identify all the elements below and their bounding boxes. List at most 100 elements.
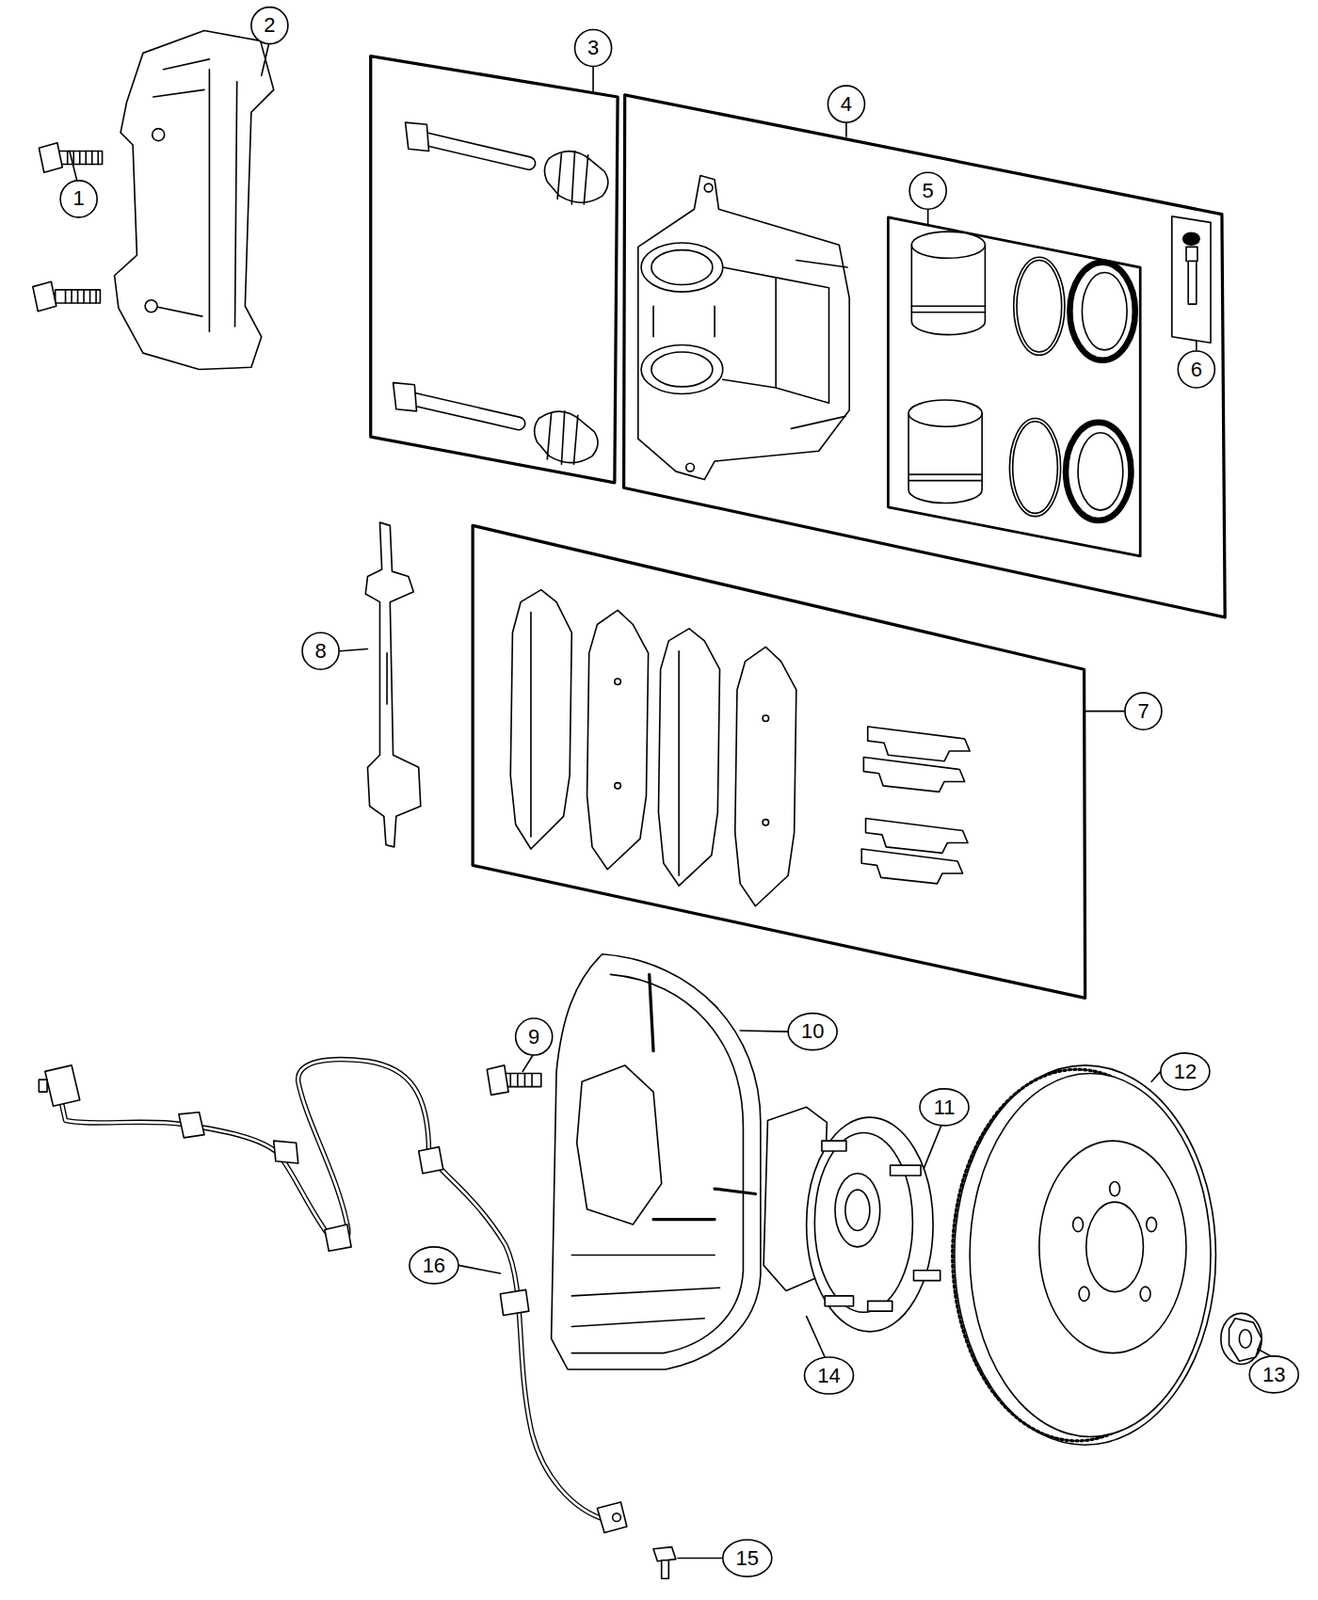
callout-circle bbox=[409, 1247, 459, 1285]
brake-pad bbox=[614, 678, 622, 686]
wheel-speed-sensor bbox=[61, 1060, 608, 1522]
group-frame bbox=[370, 56, 1225, 999]
callout-circle bbox=[787, 1013, 837, 1051]
bleeder-screw bbox=[1183, 232, 1200, 245]
pad-clip bbox=[866, 819, 968, 854]
leader-line bbox=[592, 67, 595, 93]
dust-shield bbox=[571, 974, 743, 1353]
piston-ring bbox=[1016, 259, 1062, 353]
caliper-housing bbox=[638, 175, 850, 480]
brake-rotor bbox=[952, 1065, 1217, 1446]
group-frame bbox=[370, 56, 618, 483]
hub-nut bbox=[1229, 1318, 1263, 1363]
leader-line bbox=[458, 1265, 500, 1274]
brake-pad bbox=[658, 628, 720, 886]
hub-bearing bbox=[806, 1117, 933, 1333]
hub-bearing bbox=[763, 1107, 941, 1333]
dust-shield bbox=[649, 974, 756, 1220]
wheel-speed-sensor bbox=[418, 1147, 444, 1174]
caliper-piston bbox=[911, 231, 985, 258]
bracket-bolt bbox=[55, 289, 101, 304]
brake-rotor bbox=[1109, 1181, 1121, 1196]
callout-circle bbox=[803, 1357, 853, 1395]
piston-seal bbox=[1069, 262, 1135, 361]
leader-line bbox=[522, 1055, 533, 1072]
brake-illustration bbox=[32, 7, 1299, 1580]
hub-bearing bbox=[824, 1296, 853, 1307]
shield-bolt bbox=[510, 1074, 532, 1088]
brake-pad bbox=[762, 819, 770, 827]
sensor-bolt bbox=[661, 1560, 670, 1580]
leader-line bbox=[923, 1125, 941, 1170]
leader-line bbox=[69, 150, 78, 179]
pin-boot bbox=[534, 150, 609, 465]
callout-number: 3 bbox=[587, 37, 599, 59]
pin-boot bbox=[534, 411, 598, 464]
brake-pad bbox=[677, 651, 680, 877]
callout-number: 15 bbox=[736, 1548, 759, 1570]
brake-pad bbox=[614, 783, 622, 790]
brake-rotor bbox=[1146, 1217, 1158, 1232]
piston-seal bbox=[1065, 262, 1136, 521]
callout-number: 6 bbox=[1190, 359, 1203, 381]
wheel-speed-sensor bbox=[596, 1502, 627, 1534]
group-frame bbox=[472, 525, 1086, 998]
caliper-housing bbox=[651, 352, 713, 387]
caliper-bracket bbox=[153, 59, 238, 332]
pad-clip bbox=[867, 726, 970, 762]
callout-circle bbox=[575, 29, 612, 66]
piston-seal bbox=[1081, 272, 1127, 350]
brake-pad bbox=[530, 612, 532, 838]
bracket-bolt bbox=[59, 150, 103, 164]
brake-rotor bbox=[1086, 1202, 1144, 1292]
hub-bearing bbox=[814, 1132, 913, 1313]
caliper-housing bbox=[653, 259, 848, 429]
dust-shield bbox=[551, 954, 761, 1370]
pin-boot bbox=[544, 151, 608, 204]
hub-bearing bbox=[845, 1189, 870, 1231]
dust-shield bbox=[577, 1065, 662, 1225]
callout-circle bbox=[827, 85, 865, 123]
leader-line bbox=[1151, 1071, 1161, 1082]
guide-pin bbox=[408, 398, 519, 424]
caliper-bracket bbox=[114, 31, 274, 370]
piston-ring bbox=[1009, 418, 1061, 517]
callout-number: 14 bbox=[817, 1366, 840, 1387]
callout-circle bbox=[60, 180, 97, 218]
leader-line bbox=[339, 649, 368, 652]
pad-clip bbox=[863, 756, 965, 792]
callout-circle bbox=[909, 172, 947, 209]
bracket-bolt bbox=[32, 143, 103, 312]
wheel-speed-sensor bbox=[273, 1141, 299, 1164]
dust-shield bbox=[551, 954, 761, 1370]
anti-rattle-shim bbox=[385, 653, 388, 705]
callout-circle bbox=[723, 1540, 772, 1577]
wheel-speed-sensor bbox=[38, 1079, 48, 1093]
shield-bolt bbox=[502, 1074, 542, 1088]
guide-pin bbox=[420, 137, 530, 163]
callout-circle bbox=[1160, 1053, 1210, 1091]
callout-circle bbox=[1125, 692, 1162, 730]
group-frame bbox=[624, 95, 1226, 618]
caliper-piston bbox=[908, 231, 985, 503]
callout-circle bbox=[1249, 1356, 1299, 1394]
piston-seal bbox=[1077, 433, 1124, 511]
callout-circle bbox=[919, 1089, 969, 1126]
leader-line bbox=[739, 1030, 788, 1032]
piston-ring bbox=[1009, 257, 1065, 516]
sensor-bolt bbox=[653, 1547, 676, 1562]
brake-rotor bbox=[954, 1065, 1217, 1446]
callout-number: 7 bbox=[1137, 701, 1149, 723]
wheel-speed-sensor bbox=[612, 1513, 622, 1523]
callout-number: 13 bbox=[1262, 1365, 1286, 1386]
wheel-speed-sensor bbox=[61, 1060, 608, 1522]
caliper-housing bbox=[651, 250, 713, 286]
piston-ring bbox=[1013, 257, 1065, 355]
caliper-piston bbox=[908, 400, 982, 427]
leader-line bbox=[1085, 710, 1125, 713]
caliper-housing bbox=[686, 463, 695, 472]
caliper-bracket bbox=[114, 31, 274, 370]
guide-pin bbox=[408, 398, 519, 424]
callout-circle bbox=[302, 632, 339, 670]
